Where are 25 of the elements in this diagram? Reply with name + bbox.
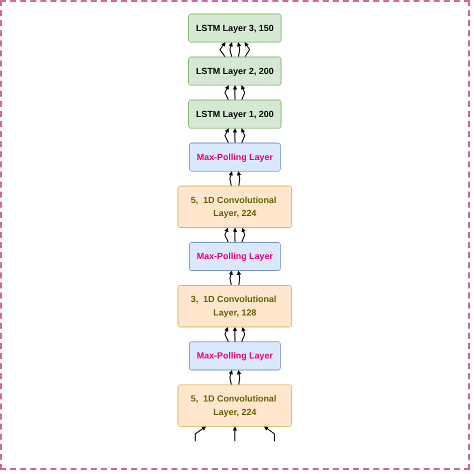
arrow bbox=[237, 42, 242, 58]
arrow bbox=[241, 128, 246, 144]
arrow bbox=[228, 171, 234, 187]
arrow bbox=[244, 42, 250, 58]
arrow bbox=[224, 128, 230, 144]
arrow bbox=[237, 171, 242, 187]
arrow bbox=[232, 85, 238, 101]
arrow bbox=[264, 426, 276, 442]
arrow bbox=[220, 42, 226, 58]
arrow bbox=[232, 128, 238, 144]
arrow bbox=[232, 228, 238, 244]
arrow bbox=[232, 327, 238, 343]
arrow bbox=[241, 85, 246, 101]
arrow bbox=[241, 327, 246, 343]
arrow bbox=[224, 327, 230, 343]
arrow bbox=[237, 270, 242, 286]
arrow bbox=[232, 426, 238, 442]
arrow bbox=[194, 426, 206, 442]
arrow bbox=[228, 42, 234, 58]
arrow bbox=[224, 85, 230, 101]
arrow bbox=[241, 228, 246, 244]
arrow bbox=[224, 228, 230, 244]
arrow bbox=[237, 370, 242, 386]
arrow bbox=[228, 270, 234, 286]
arrow bbox=[228, 370, 234, 386]
